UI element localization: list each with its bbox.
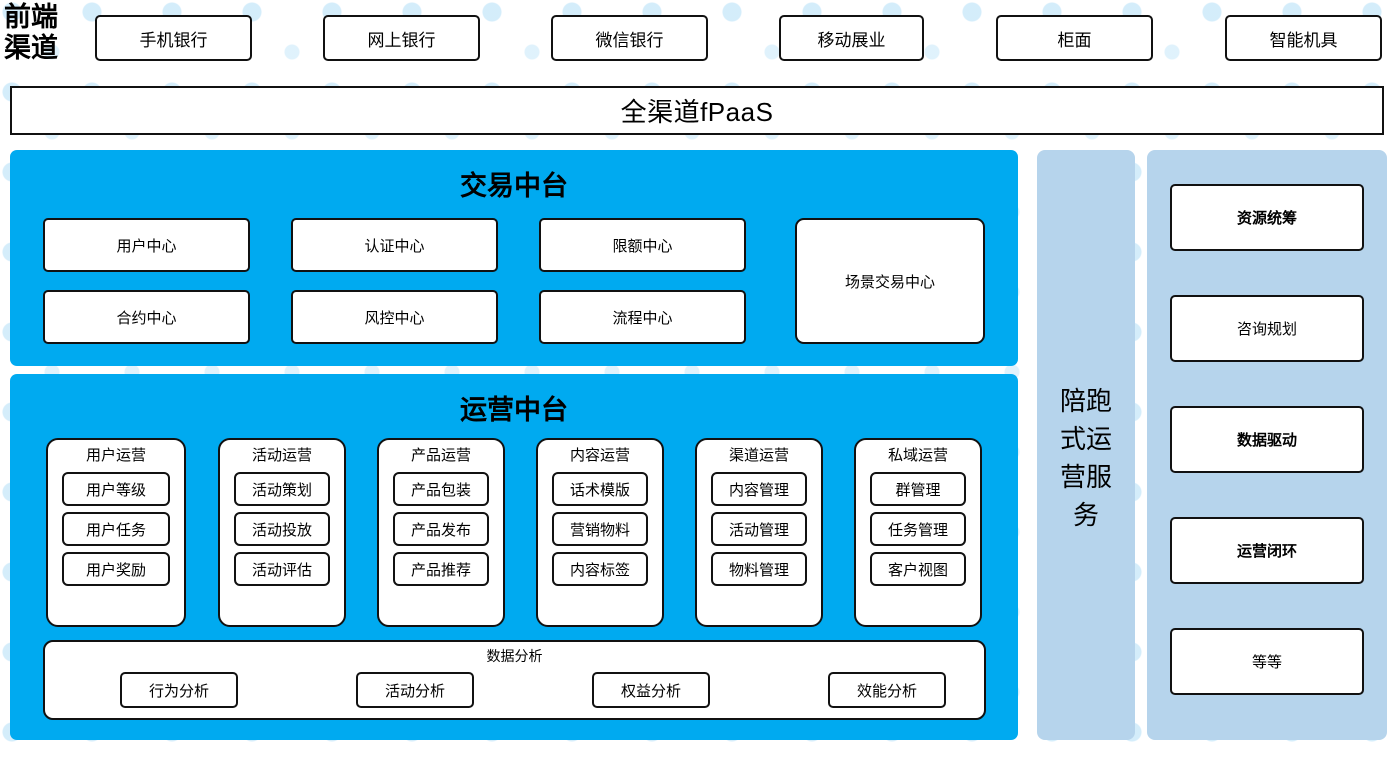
- operation-group-private-domain: 私域运营 群管理 任务管理 客户视图: [854, 438, 982, 627]
- trade-center-panel: 交易中台 用户中心 认证中心 限额中心 合约中心 风控中心 流程中心 场景交易中…: [10, 150, 1018, 366]
- group-title: 渠道运营: [728, 447, 789, 464]
- service-card-resource-coordination[interactable]: 资源统筹: [1170, 184, 1364, 251]
- group-item[interactable]: 产品包装: [393, 472, 489, 506]
- group-item[interactable]: 活动策划: [234, 472, 330, 506]
- trade-box-auth-center[interactable]: 认证中心: [291, 218, 498, 272]
- service-card-label: 资源统筹: [1236, 210, 1297, 227]
- data-analysis-item-behavior[interactable]: 行为分析: [120, 672, 238, 708]
- trade-box-label: 限额中心: [612, 237, 673, 255]
- front-channel-label: 前端 渠道: [4, 2, 78, 64]
- operation-center-title: 运营中台: [460, 395, 568, 425]
- group-item[interactable]: 物料管理: [711, 552, 807, 586]
- operation-center-panel: 运营中台 用户运营 用户等级 用户任务 用户奖励 活动运营 活动策划 活动投放 …: [10, 374, 1018, 740]
- service-vertical-line-4: 务: [1072, 500, 1099, 530]
- data-analysis-item-efficiency[interactable]: 效能分析: [828, 672, 946, 708]
- service-card-data-driven[interactable]: 数据驱动: [1170, 406, 1364, 473]
- channel-box-mobile-business[interactable]: 移动展业: [779, 15, 924, 61]
- channel-box-online-bank[interactable]: 网上银行: [323, 15, 480, 61]
- group-item[interactable]: 用户任务: [62, 512, 170, 546]
- trade-box-label: 用户中心: [116, 237, 177, 255]
- trade-box-label: 合约中心: [116, 309, 177, 327]
- trade-center-title: 交易中台: [460, 171, 568, 201]
- operation-group-content: 内容运营 话术模版 营销物料 内容标签: [536, 438, 664, 627]
- data-analysis-item-label: 活动分析: [384, 682, 445, 700]
- service-card-label: 等等: [1251, 654, 1282, 671]
- channel-label: 网上银行: [367, 30, 436, 50]
- front-channel-label-line1: 前端: [4, 2, 58, 32]
- trade-box-label: 认证中心: [364, 237, 425, 255]
- data-analysis-panel: 数据分析 行为分析 活动分析 权益分析 效能分析: [43, 640, 986, 720]
- service-cards-panel: 资源统筹 咨询规划 数据驱动 运营闭环 等等: [1147, 150, 1387, 740]
- service-card-etc[interactable]: 等等: [1170, 628, 1364, 695]
- group-item[interactable]: 活动投放: [234, 512, 330, 546]
- trade-box-label: 场景交易中心: [844, 273, 935, 291]
- fpaas-label: 全渠道fPaaS: [620, 97, 774, 127]
- service-card-consulting-planning[interactable]: 咨询规划: [1170, 295, 1364, 362]
- operation-group-user: 用户运营 用户等级 用户任务 用户奖励: [46, 438, 186, 627]
- operation-group-product: 产品运营 产品包装 产品发布 产品推荐: [377, 438, 505, 627]
- channel-label: 手机银行: [139, 30, 208, 50]
- group-item[interactable]: 活动管理: [711, 512, 807, 546]
- group-item[interactable]: 话术模版: [552, 472, 648, 506]
- channel-box-counter[interactable]: 柜面: [996, 15, 1153, 61]
- channel-label: 智能机具: [1269, 30, 1338, 50]
- channel-box-wechat-bank[interactable]: 微信银行: [551, 15, 708, 61]
- channel-box-mobile-bank[interactable]: 手机银行: [95, 15, 252, 61]
- group-title: 用户运营: [85, 447, 146, 464]
- channel-box-smart-machine[interactable]: 智能机具: [1225, 15, 1382, 61]
- service-vertical-line-1: 陪跑: [1059, 386, 1112, 416]
- trade-box-label: 流程中心: [612, 309, 673, 327]
- group-item[interactable]: 活动评估: [234, 552, 330, 586]
- group-title: 活动运营: [251, 447, 312, 464]
- group-item[interactable]: 任务管理: [870, 512, 966, 546]
- group-title: 产品运营: [410, 447, 471, 464]
- channel-label: 柜面: [1057, 30, 1092, 50]
- trade-box-contract-center[interactable]: 合约中心: [43, 290, 250, 344]
- operation-group-channel: 渠道运营 内容管理 活动管理 物料管理: [695, 438, 823, 627]
- trade-box-scene-transaction-center[interactable]: 场景交易中心: [795, 218, 985, 344]
- trade-box-label: 风控中心: [364, 309, 425, 327]
- service-vertical-line-2: 式运: [1059, 424, 1112, 454]
- group-item[interactable]: 群管理: [870, 472, 966, 506]
- trade-box-process-center[interactable]: 流程中心: [539, 290, 746, 344]
- group-item[interactable]: 内容标签: [552, 552, 648, 586]
- omnichannel-fpaas-bar[interactable]: 全渠道fPaaS: [10, 86, 1384, 135]
- service-card-operation-closed-loop[interactable]: 运营闭环: [1170, 517, 1364, 584]
- service-card-label: 运营闭环: [1236, 543, 1297, 560]
- trade-box-risk-center[interactable]: 风控中心: [291, 290, 498, 344]
- group-title: 内容运营: [569, 447, 630, 464]
- data-analysis-item-benefit[interactable]: 权益分析: [592, 672, 710, 708]
- service-vertical-label: 陪跑 式运 营服 务: [1043, 382, 1129, 534]
- trade-box-limit-center[interactable]: 限额中心: [539, 218, 746, 272]
- data-analysis-item-label: 行为分析: [148, 682, 209, 700]
- channel-label: 移动展业: [817, 30, 886, 50]
- service-vertical-line-3: 营服: [1059, 462, 1112, 492]
- group-item[interactable]: 产品推荐: [393, 552, 489, 586]
- channel-label: 微信银行: [595, 30, 664, 50]
- trade-box-user-center[interactable]: 用户中心: [43, 218, 250, 272]
- group-item[interactable]: 客户视图: [870, 552, 966, 586]
- group-item[interactable]: 用户等级: [62, 472, 170, 506]
- group-item[interactable]: 用户奖励: [62, 552, 170, 586]
- data-analysis-item-label: 权益分析: [620, 682, 681, 700]
- data-analysis-title: 数据分析: [486, 648, 543, 664]
- group-item[interactable]: 营销物料: [552, 512, 648, 546]
- group-item[interactable]: 产品发布: [393, 512, 489, 546]
- data-analysis-item-campaign[interactable]: 活动分析: [356, 672, 474, 708]
- group-item[interactable]: 内容管理: [711, 472, 807, 506]
- operation-group-campaign: 活动运营 活动策划 活动投放 活动评估: [218, 438, 346, 627]
- group-title: 私域运营: [887, 447, 948, 464]
- service-card-label: 咨询规划: [1236, 321, 1297, 338]
- data-analysis-item-label: 效能分析: [856, 682, 917, 700]
- front-channel-label-line2: 渠道: [4, 33, 58, 63]
- service-card-label: 数据驱动: [1236, 432, 1297, 449]
